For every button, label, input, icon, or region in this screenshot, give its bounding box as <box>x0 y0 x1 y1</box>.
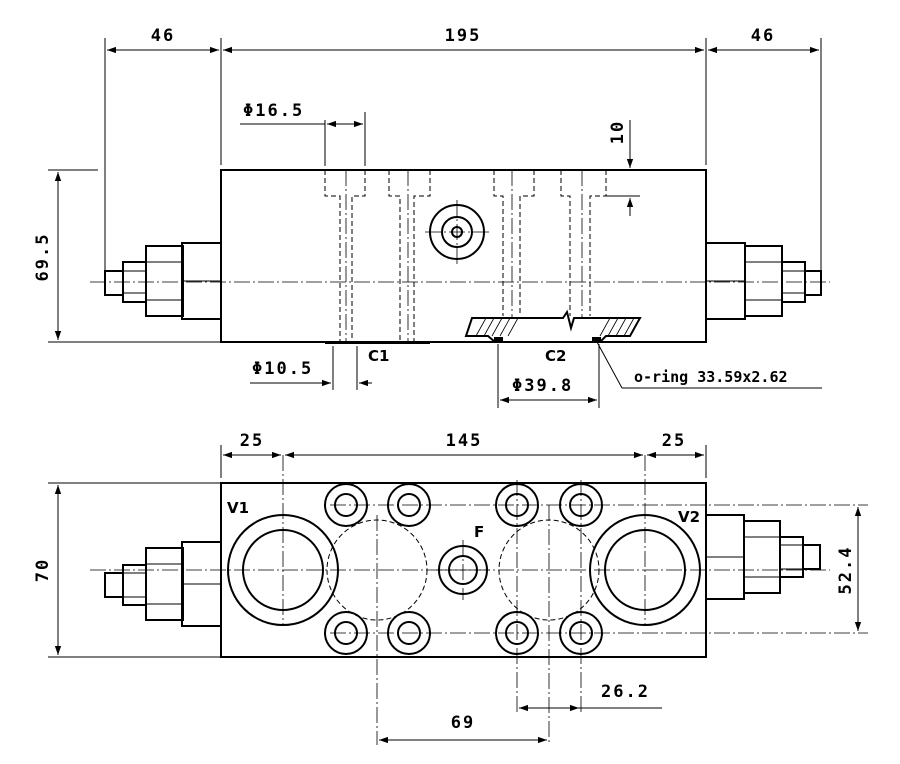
hidden-bolt-holes <box>324 170 607 342</box>
dim-height-52-4: 52.4 <box>836 546 856 595</box>
dim-top-left-46: 46 <box>151 26 175 46</box>
left-cartridge-front <box>104 242 222 320</box>
bottom-view <box>90 455 868 745</box>
v1-port <box>227 455 339 626</box>
label-c1: C1 <box>368 347 389 365</box>
dim-spacing-69: 69 <box>451 713 475 733</box>
label-c2: C2 <box>545 347 566 365</box>
label-f: F <box>474 523 484 541</box>
v2-port <box>589 455 701 626</box>
dim-top-195: 195 <box>445 26 482 46</box>
dim-height-69-5: 69.5 <box>33 233 53 282</box>
front-view <box>90 169 830 344</box>
bottom-view-dimensions <box>48 445 862 744</box>
dim-bottom-right-25: 25 <box>662 431 686 451</box>
bolt-holes <box>324 480 868 715</box>
dim-dia-16-5: Φ16.5 <box>243 101 304 121</box>
right-cartridge-front <box>705 242 822 320</box>
left-cartridge-bottom <box>104 541 222 627</box>
front-view-dimensions <box>48 38 822 408</box>
dim-dia-39-8: Φ39.8 <box>512 376 573 396</box>
dim-dia-10-5: Φ10.5 <box>252 359 313 379</box>
right-cartridge-bottom <box>705 514 821 600</box>
dim-10: 10 <box>608 120 628 144</box>
label-v1: V1 <box>227 499 249 517</box>
f-port-plug-front <box>425 200 489 264</box>
c2-port-section <box>464 309 642 343</box>
f-port-bottom <box>436 540 490 600</box>
label-v2: V2 <box>678 508 700 526</box>
dim-spacing-26-2: 26.2 <box>601 682 650 702</box>
oring-note: o-ring 33.59x2.62 <box>634 368 788 386</box>
dim-bottom-left-25: 25 <box>240 431 264 451</box>
dim-height-70: 70 <box>33 558 53 582</box>
dim-bottom-145: 145 <box>446 431 483 451</box>
dim-top-right-46: 46 <box>751 26 775 46</box>
